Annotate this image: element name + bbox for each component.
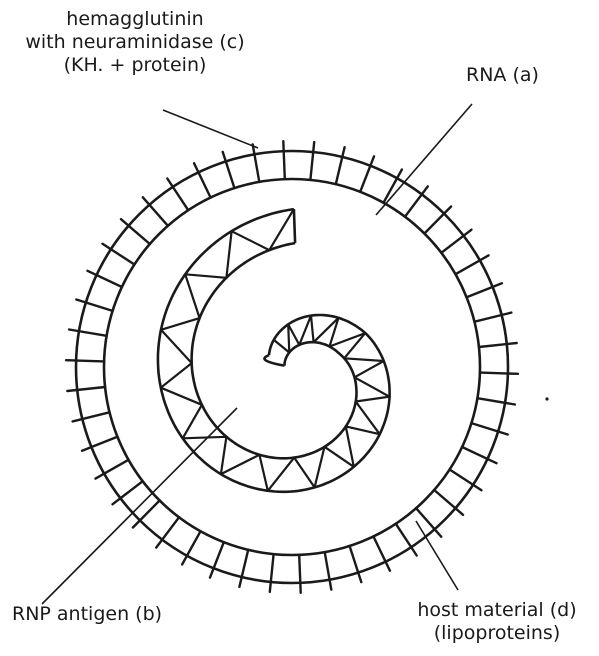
surface-spike (67, 387, 105, 391)
surface-spike (76, 300, 112, 311)
surface-spike (143, 197, 168, 226)
surface-spike (283, 141, 285, 179)
surface-spike (133, 501, 160, 528)
surface-spike (310, 142, 314, 180)
host-material-label-line2: (lipoproteins) (395, 622, 599, 645)
surface-spike (480, 373, 518, 374)
rna-label: RNA (a) (466, 64, 539, 87)
spiral-zigzag (161, 209, 390, 491)
surface-spike (270, 554, 274, 592)
surface-spike (424, 207, 451, 234)
hemagglutinin-label-line2: with neuraminidase (c) (0, 31, 270, 54)
leader-rnp (42, 408, 237, 604)
surface-spike (73, 412, 110, 421)
leader-hemagglutinin (163, 110, 258, 148)
surface-spike (475, 313, 512, 322)
surface-spike (69, 330, 107, 336)
surface-spike (299, 555, 301, 593)
spiral-inner-edge (192, 243, 357, 458)
surface-spike (471, 423, 507, 434)
surface-spike (325, 552, 332, 590)
surface-spike (350, 546, 362, 582)
surface-spike (239, 550, 248, 587)
leader-lines (42, 104, 472, 604)
hemagglutinin-label: hemagglutinin with neuraminidase (c) (KH… (0, 8, 270, 77)
surface-spike (479, 343, 517, 347)
surface-spike (253, 144, 260, 182)
envelope-inner-ring (104, 179, 480, 555)
hemagglutinin-label-line1: hemagglutinin (0, 8, 270, 31)
hemagglutinin-label-line3: (KH. + protein) (0, 54, 270, 77)
surface-spike (416, 508, 441, 537)
ribonucleoprotein-spiral (158, 209, 390, 492)
rnp-antigen-label: RNP antigen (b) (12, 603, 162, 626)
surface-spike (223, 152, 235, 188)
surface-spike (66, 360, 104, 361)
host-material-label-line1: host material (d) (395, 599, 599, 622)
surface-spike (477, 398, 515, 404)
surface-spike (336, 147, 345, 184)
host-material-label: host material (d) (lipoproteins) (395, 599, 599, 645)
stray-dot (545, 397, 548, 400)
leader-rna (376, 104, 472, 215)
